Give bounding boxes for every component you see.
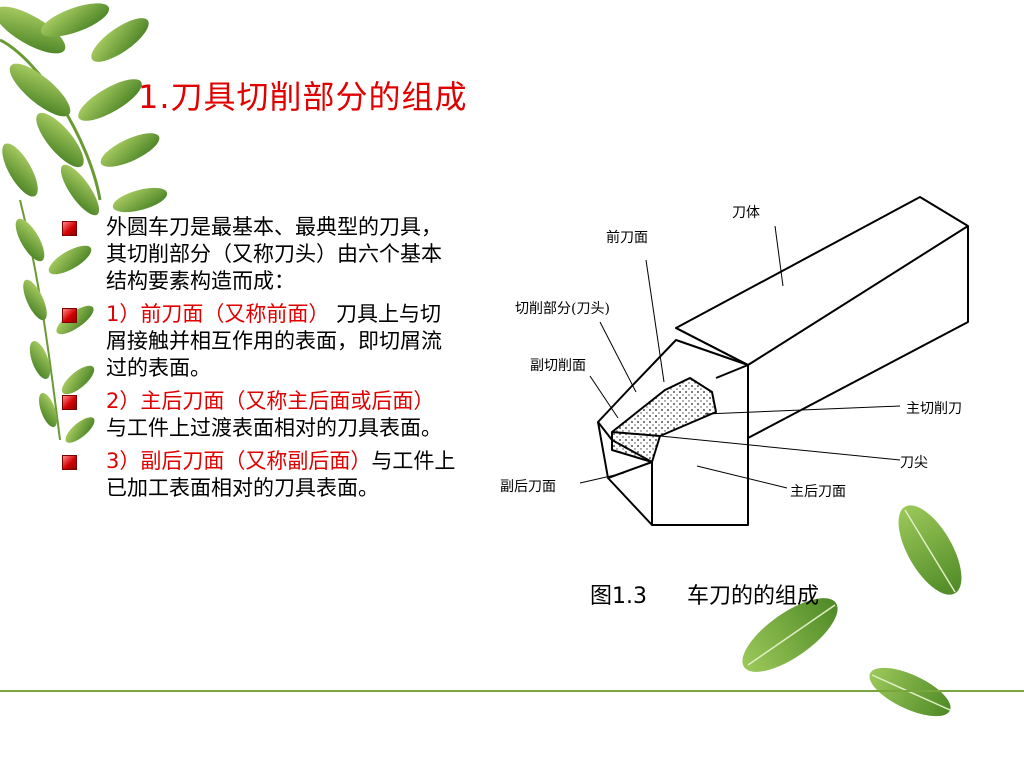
label-tip: 刀尖 [900,455,928,471]
square-bullet-icon [62,395,77,410]
bullet-heading: 3）副后刀面（又称副后面） [106,449,372,473]
label-minor-cutting-edge: 副切削面 [530,358,586,374]
bullet-text: 外圆车刀是最基本、最典型的刀具，其切削部分（又称刀头）由六个基本结构要素构造而成… [106,215,442,293]
square-bullet-icon [62,221,77,236]
list-item: 外圆车刀是最基本、最典型的刀具，其切削部分（又称刀头）由六个基本结构要素构造而成… [62,214,462,295]
label-cutting-part: 切削部分(刀头) [515,301,610,317]
bullet-list: 外圆车刀是最基本、最典型的刀具，其切削部分（又称刀头）由六个基本结构要素构造而成… [62,214,462,508]
label-body: 刀体 [732,205,760,221]
figure-caption: 图1.3 车刀的的组成 [590,578,819,610]
bullet-heading: 2）主后刀面（又称主后面或后面） [106,389,435,413]
square-bullet-icon [62,455,77,470]
label-major-flank: 主后刀面 [790,484,846,500]
list-item: 2）主后刀面（又称主后面或后面） 与工件上过渡表面相对的刀具表面。 [62,388,462,442]
divider [0,690,1024,692]
label-minor-flank: 副后刀面 [500,479,556,495]
list-item: 3）副后刀面（又称副后面）与工件上已加工表面相对的刀具表面。 [62,448,462,502]
turning-tool-diagram: 刀体 前刀面 切削部分(刀头) 副切削面 主切削刀 刀尖 副后刀面 主后刀面 [500,196,969,526]
bullet-text: 与工件上已加工表面相对的刀具表面。 [106,449,456,500]
page-title: 1.刀具切削部分的组成 [138,78,468,116]
label-major-cutting-edge: 主切削刀 [906,401,962,417]
figure-title: 车刀的的组成 [687,584,820,609]
figure-number: 图1.3 [590,584,647,609]
bullet-text: 与工件上过渡表面相对的刀具表面。 [106,416,442,440]
label-rake-face: 前刀面 [606,229,648,246]
list-item: 1）前刀面（又称前面） 刀具上与切屑接触并相互作用的表面，即切屑流过的表面。 [62,301,462,382]
square-bullet-icon [62,308,77,323]
bullet-text: 刀具上与切屑接触并相互作用的表面，即切屑流过的表面。 [106,302,442,380]
bullet-heading: 1）前刀面（又称前面） [106,302,330,326]
